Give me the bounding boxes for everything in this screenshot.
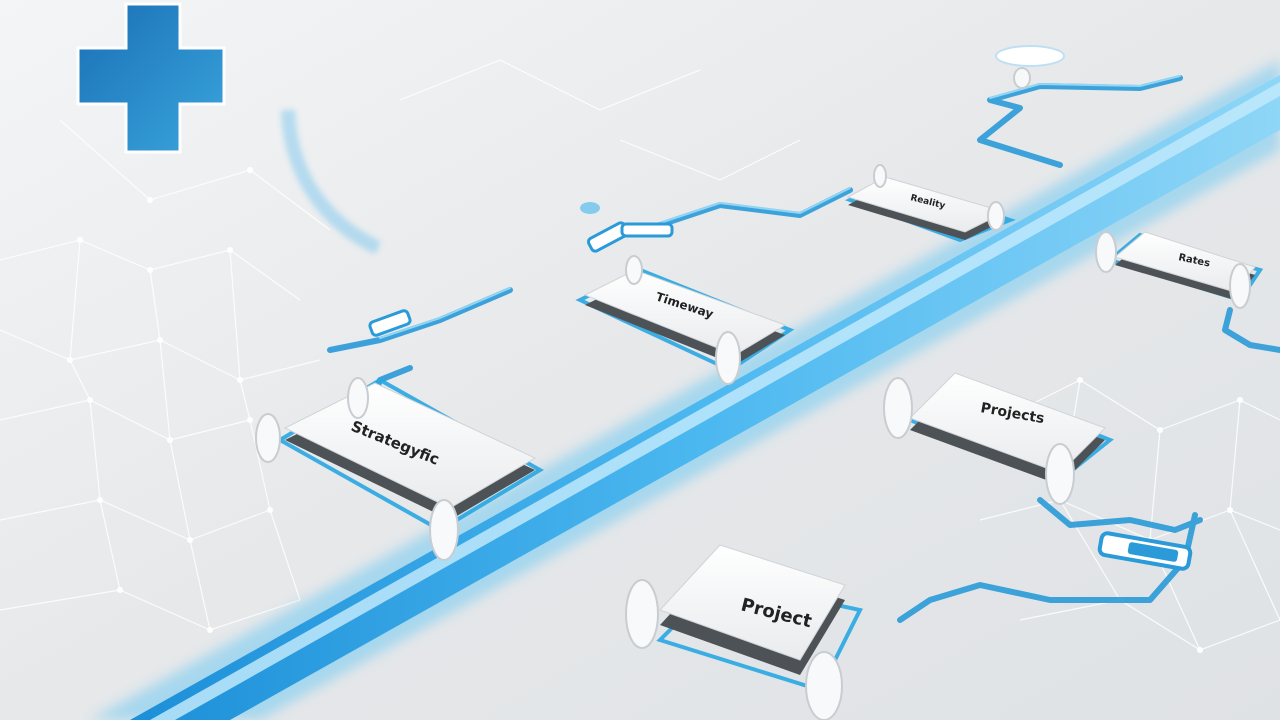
card-project: Project: [659, 544, 846, 675]
connector-node-icon: [429, 499, 459, 561]
connector-node-icon: [347, 377, 369, 419]
connector-node-icon: [1229, 263, 1251, 309]
connector-node-icon: [883, 377, 913, 439]
decorative-swoosh: [281, 109, 382, 255]
connector-node-icon: [805, 651, 843, 720]
floating-tabs: [368, 45, 1193, 571]
medical-cross-icon: [76, 2, 226, 154]
connector-node-icon: [1045, 443, 1075, 505]
connector-node-icon: [1095, 231, 1117, 273]
connector-knobs: [255, 164, 1251, 720]
connector-node-icon: [873, 164, 887, 188]
card-rates: Rates: [1113, 231, 1256, 300]
connector-node-icon: [255, 413, 281, 463]
connector-node-icon: [625, 255, 643, 285]
connector-node-icon: [987, 201, 1005, 231]
card-strategyfic: Strategyfic: [283, 382, 537, 520]
connector-node-icon: [715, 331, 741, 385]
connector-node-icon: [625, 579, 659, 649]
card-reality: Reality: [846, 176, 1007, 240]
